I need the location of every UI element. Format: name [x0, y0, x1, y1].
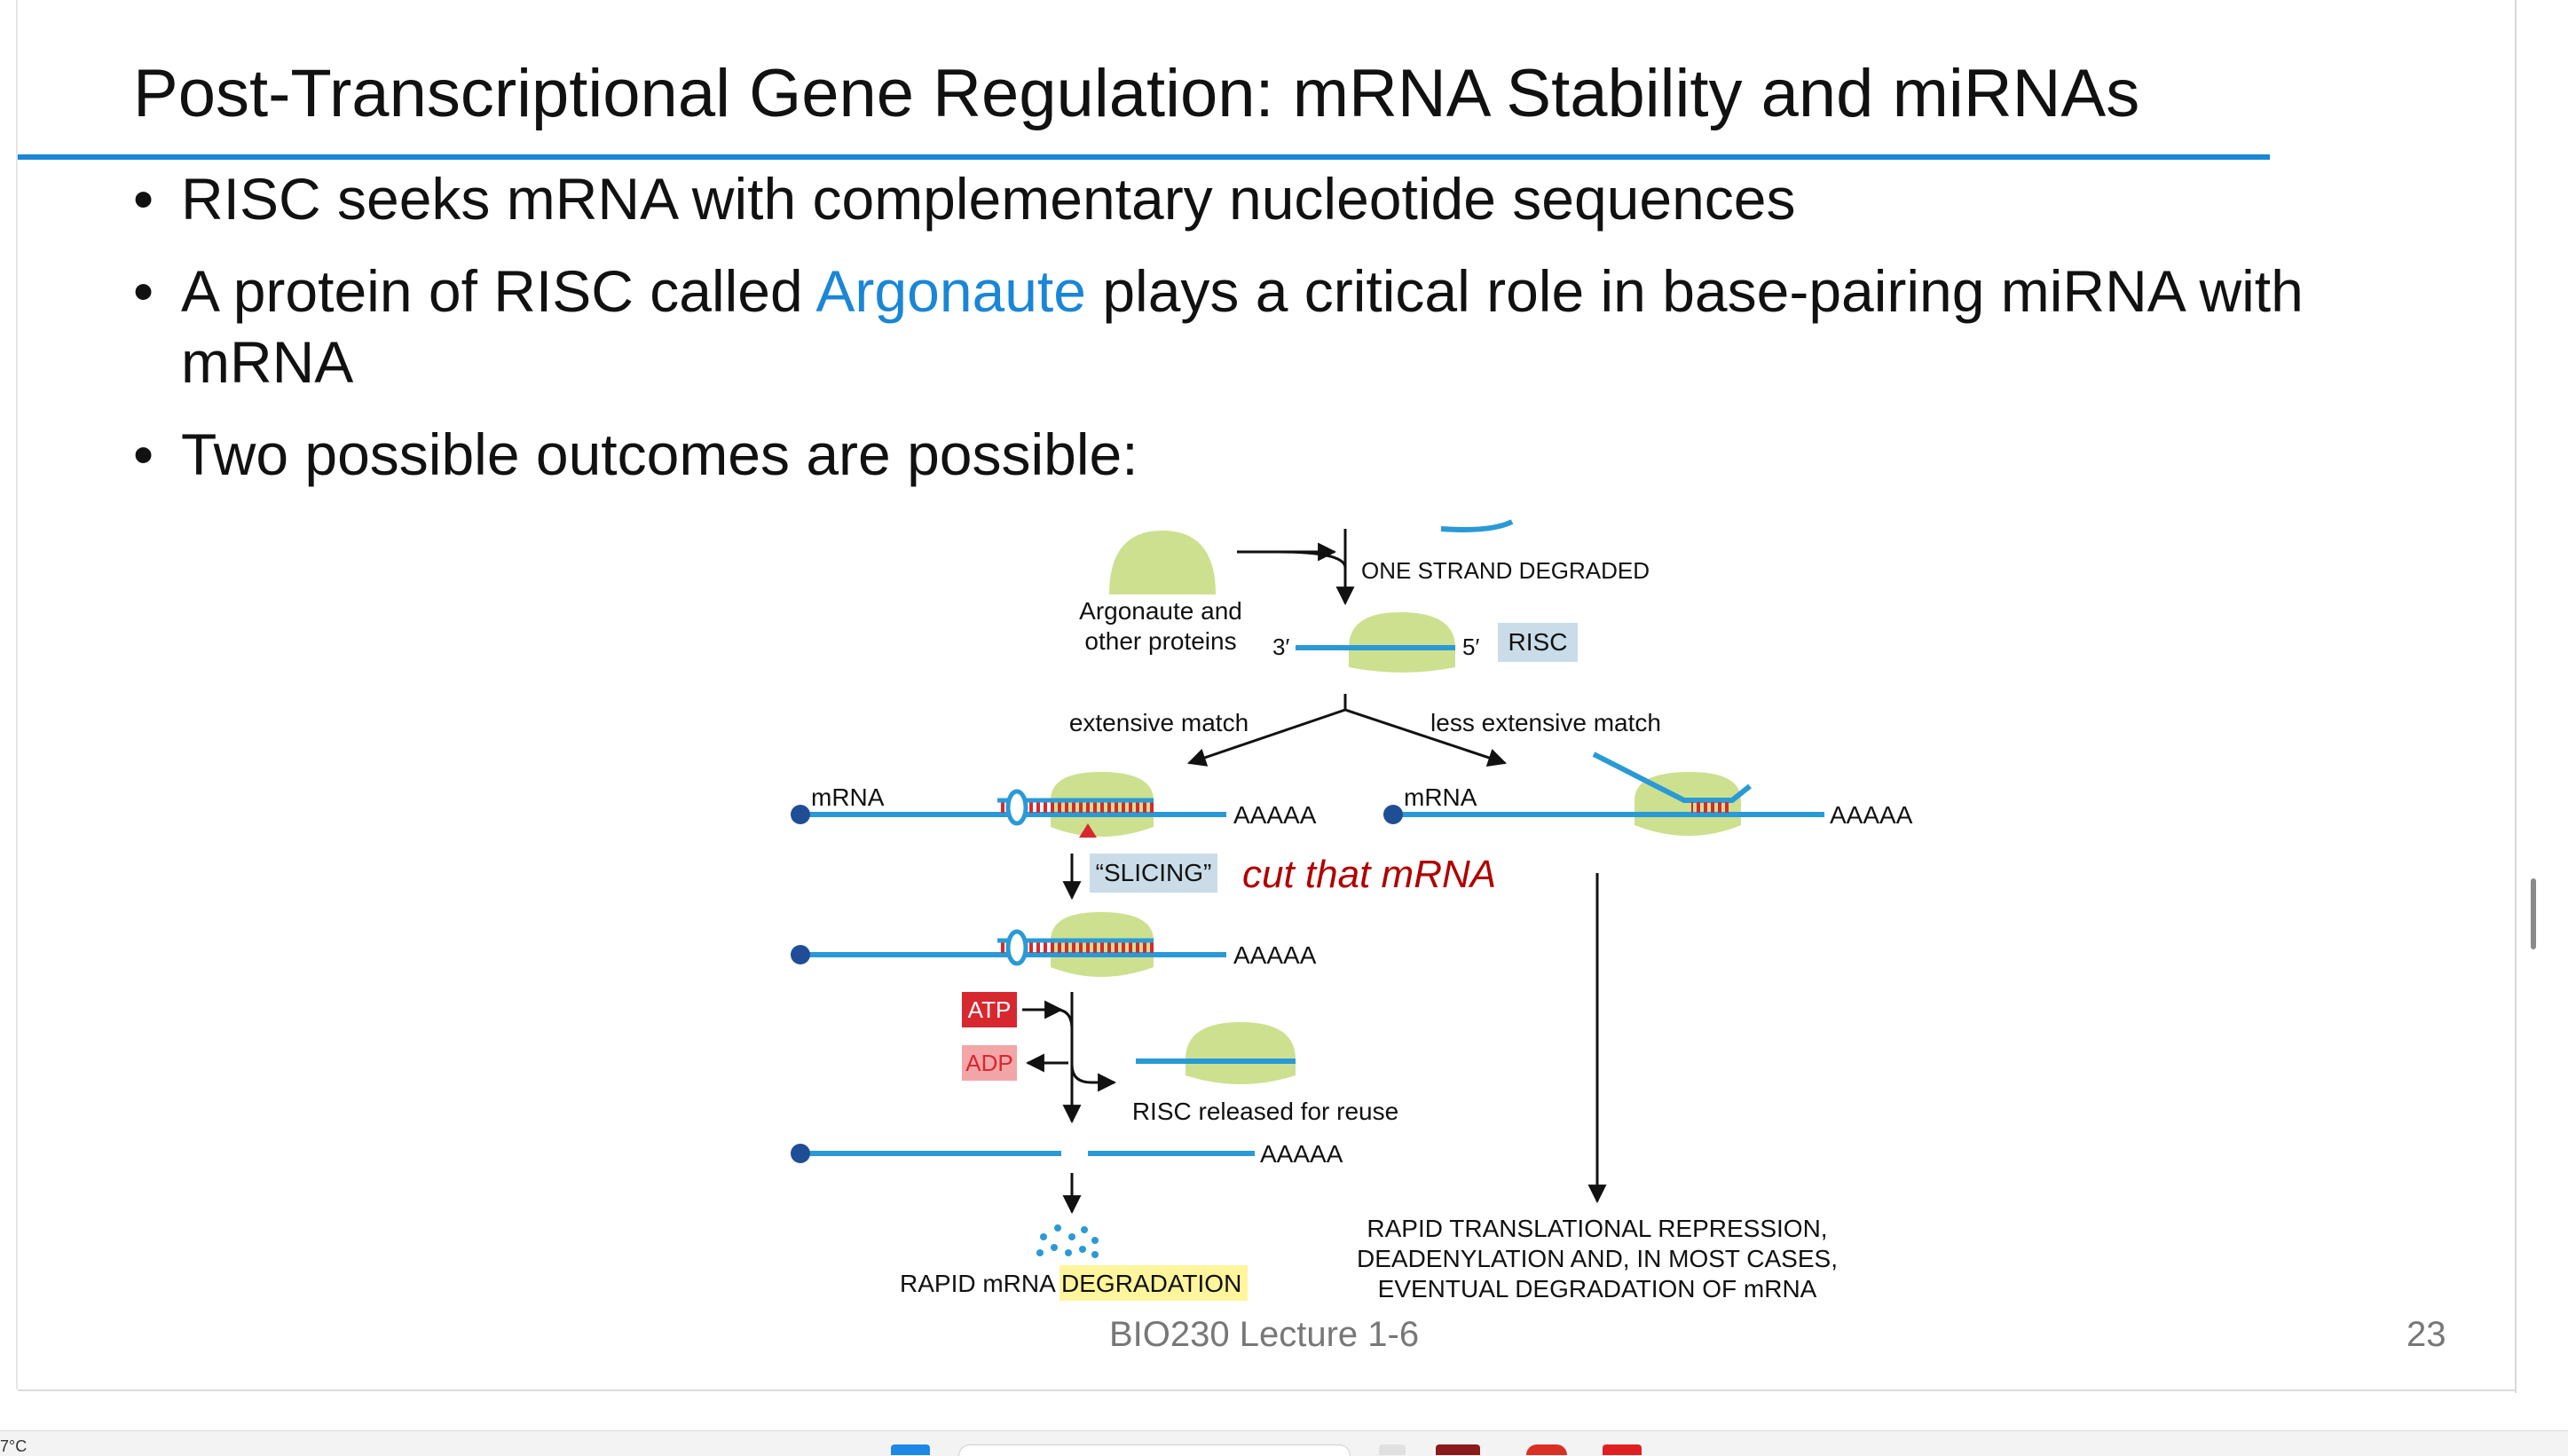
less-extensive-match-label: less extensive match	[1430, 709, 1661, 736]
five-prime-label: 5′	[1462, 634, 1479, 660]
slide-title: Post-Transcriptional Gene Regulation: mR…	[133, 56, 2140, 131]
bullet-list: • RISC seeks mRNA with complementary nuc…	[133, 163, 2351, 511]
merge-curve	[1277, 550, 1347, 569]
atp-curve	[1055, 1008, 1074, 1030]
repression-label-3: EVENTUAL DEGRADATION OF mRNA	[1378, 1275, 1817, 1303]
taskbar-app-icon-1[interactable]	[1379, 1444, 1406, 1455]
risc-released-label: RISC released for reuse	[1132, 1098, 1398, 1125]
release-curve	[1070, 1064, 1117, 1092]
bullet-item-1: • RISC seeks mRNA with complementary nuc…	[133, 163, 2351, 234]
slice-site-marker	[1079, 823, 1097, 838]
bullet-dot: •	[133, 421, 154, 487]
bullet-text: RISC seeks mRNA with complementary nucle…	[181, 166, 1796, 232]
five-prime-cap-1	[791, 805, 810, 824]
mrna-label-right: mRNA	[1404, 783, 1477, 811]
taskbar-search-box[interactable]	[958, 1444, 1351, 1456]
bullet-text-after: plays a critical role in base-pairing mi…	[181, 258, 2304, 395]
bullet-text-before: A protein of RISC called	[181, 258, 816, 324]
one-strand-degraded-label: ONE STRAND DEGRADED	[1361, 557, 1650, 584]
vertical-scrollbar-thumb[interactable]	[2531, 878, 2536, 949]
rapid-degradation-label: RAPID mRNA DEGRADATION	[900, 1270, 1241, 1297]
slicing-label-box	[1090, 854, 1217, 893]
taskbar-app-icon-2[interactable]	[1436, 1444, 1480, 1455]
bullet-item-2: • A protein of RISC called Argonaute pla…	[133, 256, 2351, 397]
slide-left-edge	[16, 0, 18, 1389]
branch-left-arrow	[1187, 708, 1346, 767]
argonaute-highlight: Argonaute	[815, 258, 1086, 324]
three-prime-label: 3′	[1272, 634, 1289, 660]
slide-right-edge	[2515, 0, 2517, 1393]
windows-start-icon[interactable]	[891, 1444, 930, 1455]
branch-right-arrow	[1344, 708, 1507, 767]
bulge-loop-2	[1005, 929, 1028, 966]
bullet-text: Two possible outcomes are possible:	[181, 421, 1138, 487]
atp-label: ATP	[968, 996, 1012, 1023]
argonaute-label-1: Argonaute and	[1079, 597, 1242, 625]
adp-label: ADP	[965, 1050, 1012, 1076]
released-risc-blob	[1186, 1022, 1296, 1084]
repression-label-1: RAPID TRANSLATIONAL REPRESSION,	[1367, 1215, 1827, 1242]
bulge-loop-1	[1005, 789, 1028, 826]
title-underline	[18, 154, 2270, 160]
taskbar-app-icon-3[interactable]	[1526, 1444, 1567, 1455]
risc-label: RISC	[1509, 628, 1568, 656]
weather-temperature[interactable]: 7°C	[0, 1437, 28, 1455]
rapid-mrna-text: RAPID mRNA	[900, 1270, 1061, 1297]
five-prime-cap-2	[791, 945, 810, 964]
degradation-text: DEGRADATION	[1061, 1270, 1241, 1297]
taskbar-app-icon-4[interactable]	[1603, 1444, 1642, 1455]
risc-label-box	[1498, 623, 1578, 662]
base-pairs-2	[997, 940, 1154, 953]
adp-badge	[962, 1045, 1017, 1081]
argonaute-label-2: other proteins	[1084, 627, 1236, 655]
slicing-label: “SLICING”	[1096, 859, 1212, 886]
handwritten-annotation: cut that mRNA	[1242, 853, 1496, 896]
extensive-match-label: extensive match	[1069, 709, 1249, 736]
argonaute-protein-blob	[1109, 531, 1216, 594]
bullet-dot: •	[133, 258, 154, 324]
polya-tail-right: AAAAA	[1830, 801, 1913, 829]
mrna-label-left: mRNA	[811, 783, 885, 811]
five-prime-cap-right	[1383, 805, 1403, 824]
mirna-strand-partial	[1592, 752, 1752, 803]
base-pairs-right	[1691, 802, 1732, 813]
page-number: 23	[2407, 1315, 2446, 1354]
repression-label-2: DEADENYLATION AND, IN MOST CASES,	[1357, 1245, 1838, 1272]
bullet-dot: •	[133, 166, 154, 232]
slide-bottom-edge	[18, 1389, 2517, 1391]
polya-tail-2: AAAAA	[1233, 941, 1317, 969]
risc-protein-blob	[1349, 612, 1455, 673]
bullet-item-3: • Two possible outcomes are possible:	[133, 419, 2351, 490]
atp-badge	[962, 992, 1017, 1027]
degradation-highlight	[1059, 1265, 1248, 1301]
five-prime-cap-3	[791, 1144, 810, 1163]
degraded-strand-fragment	[1440, 519, 1514, 532]
slide: Post-Transcriptional Gene Regulation: mR…	[16, 0, 2446, 1389]
polya-tail-3: AAAAA	[1260, 1140, 1343, 1168]
base-pairs-1	[997, 800, 1154, 813]
degraded-nucleotides	[1036, 1224, 1099, 1258]
polya-tail-1: AAAAA	[1233, 801, 1317, 829]
slide-footer: BIO230 Lecture 1-6	[1109, 1315, 1420, 1354]
